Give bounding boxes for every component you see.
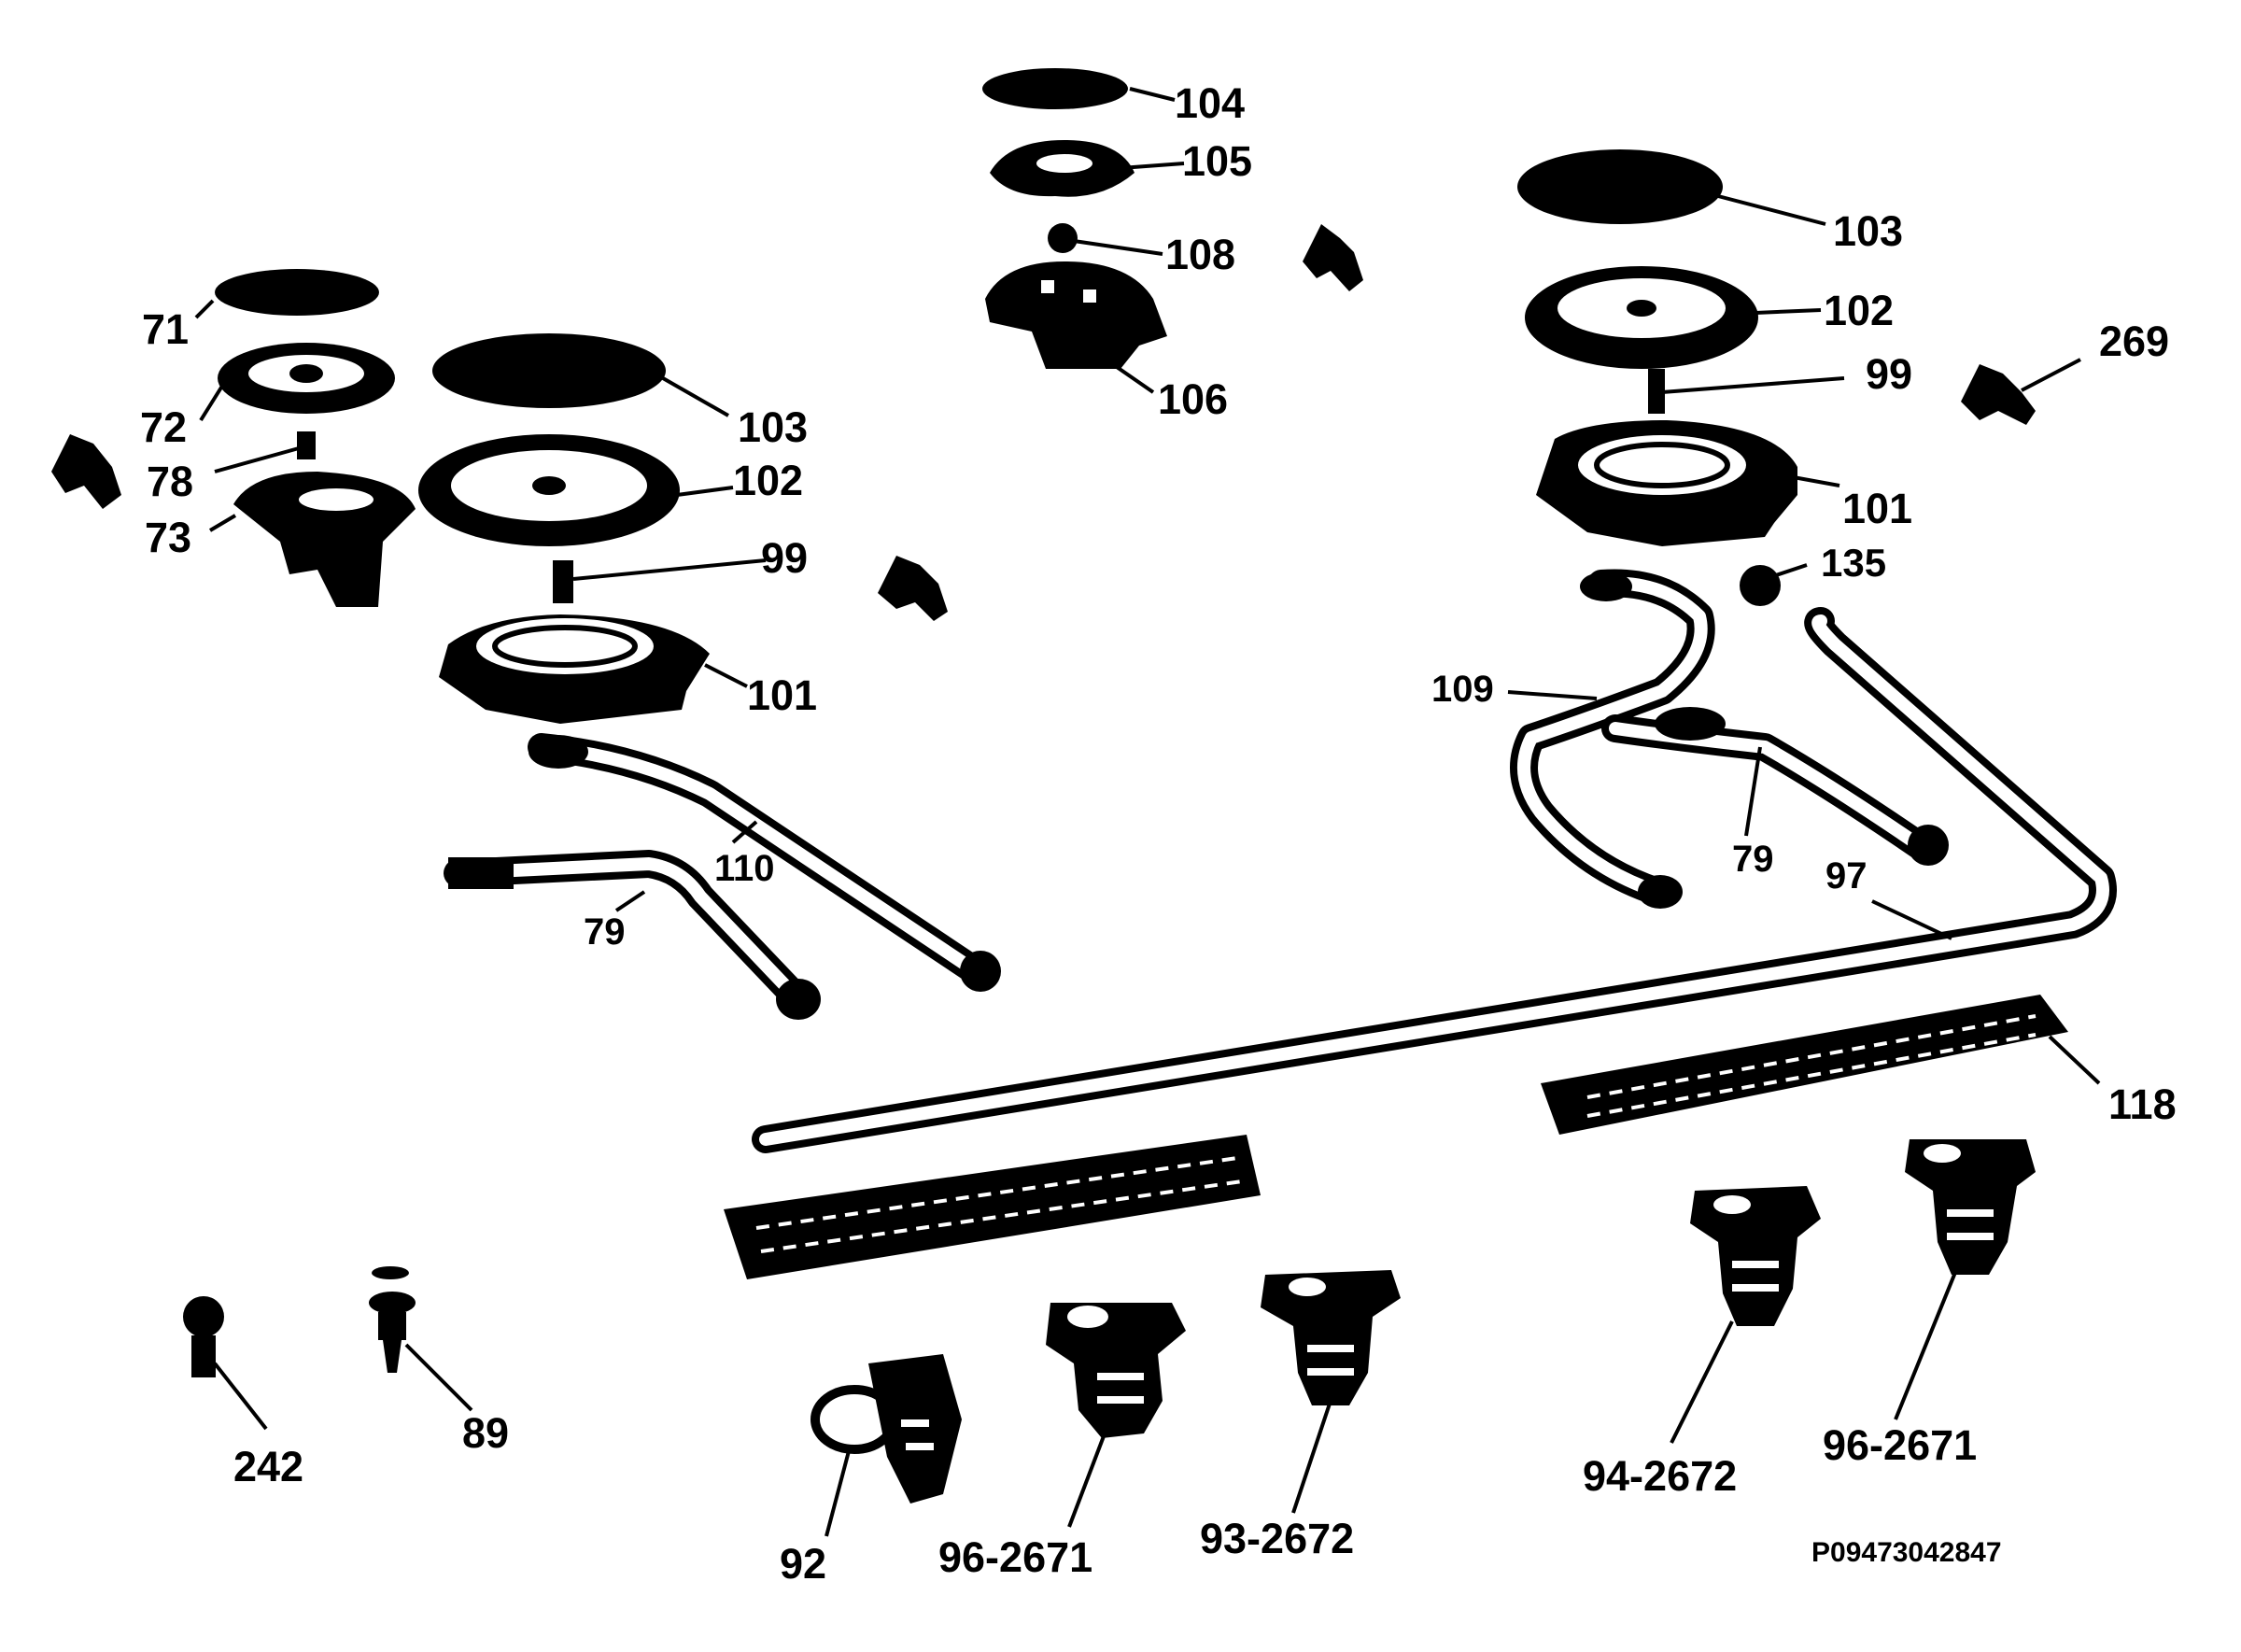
label-105: 105: [1182, 137, 1253, 185]
label-94-2672: 94-2672: [1583, 1452, 1738, 1500]
tube-109: [1510, 569, 1715, 909]
injector-99-right: [1648, 369, 1665, 414]
large-burner-crown-102-right: [1525, 266, 1758, 369]
tap-96-2671-center: [1046, 1303, 1186, 1438]
small-burner-cap-71: [215, 269, 379, 316]
label-71: 71: [142, 305, 190, 353]
label-104: 104: [1175, 79, 1246, 127]
label-89: 89: [462, 1409, 510, 1457]
burner-base-101-left: [439, 614, 710, 724]
injector-99-left: [553, 560, 573, 603]
large-burner-cap-103-left: [432, 333, 666, 408]
label-110: 110: [714, 848, 775, 889]
label-106: 106: [1158, 375, 1229, 423]
clip-269: [1961, 364, 2036, 425]
part-code: P09473042847: [1811, 1537, 2002, 1568]
tube-79-right: [1601, 707, 1949, 866]
injector-78: [297, 431, 316, 459]
large-burner-cap-103-right: [1517, 149, 1723, 224]
clip-left: [51, 434, 121, 509]
tube-110: [528, 733, 1001, 992]
label-78: 78: [147, 458, 194, 505]
label-79-left: 79: [584, 911, 626, 953]
large-burner-crown-102-left: [418, 434, 680, 546]
small-burner-injector-108: [1048, 223, 1078, 253]
rail-118-right: [1541, 995, 2068, 1135]
label-135: 135: [1821, 541, 1887, 585]
clip-center-left: [878, 556, 948, 621]
label-102-left: 102: [733, 457, 804, 504]
small-burner-base-73: [233, 472, 416, 607]
label-93-2672: 93-2672: [1200, 1515, 1355, 1562]
part-242: [183, 1296, 224, 1377]
label-118: 118: [2108, 1080, 2177, 1128]
clip-top-center: [1303, 224, 1363, 291]
label-73: 73: [145, 514, 192, 561]
label-92: 92: [780, 1540, 827, 1588]
thermocouple-135: [1740, 565, 1781, 606]
label-103-right: 103: [1833, 207, 1904, 255]
label-102-right: 102: [1824, 287, 1895, 334]
label-79-right: 79: [1732, 839, 1774, 880]
label-99-right: 99: [1866, 350, 1913, 398]
label-72: 72: [140, 403, 188, 451]
label-101-left: 101: [747, 671, 818, 719]
leader-lines: [194, 87, 2101, 1537]
label-109: 109: [1431, 669, 1494, 710]
small-burner-cap-104: [982, 68, 1128, 109]
small-burner-crown-72: [218, 343, 395, 414]
label-101-right: 101: [1842, 485, 1913, 532]
tap-93-2672: [1261, 1270, 1401, 1405]
part-89: [369, 1266, 416, 1373]
label-242: 242: [233, 1443, 304, 1490]
tap-96-2671-right: [1905, 1139, 2036, 1275]
burner-base-101-right: [1536, 420, 1797, 546]
label-103-left: 103: [738, 403, 809, 451]
small-burner-crown-105: [990, 140, 1135, 197]
label-269: 269: [2099, 318, 2170, 365]
label-99-left: 99: [761, 534, 809, 582]
label-96-2671-left: 96-2671: [938, 1533, 1093, 1581]
rail-center: [724, 1135, 1261, 1279]
label-97: 97: [1825, 855, 1868, 897]
small-burner-base-106: [985, 261, 1167, 369]
tube-79-left: [444, 850, 821, 1020]
gas-pipe-97: [752, 607, 2117, 1153]
tap-94-2672: [1690, 1186, 1821, 1326]
label-108: 108: [1165, 231, 1236, 278]
label-96-2671-right: 96-2671: [1823, 1421, 1978, 1469]
tap-92: [810, 1354, 962, 1504]
